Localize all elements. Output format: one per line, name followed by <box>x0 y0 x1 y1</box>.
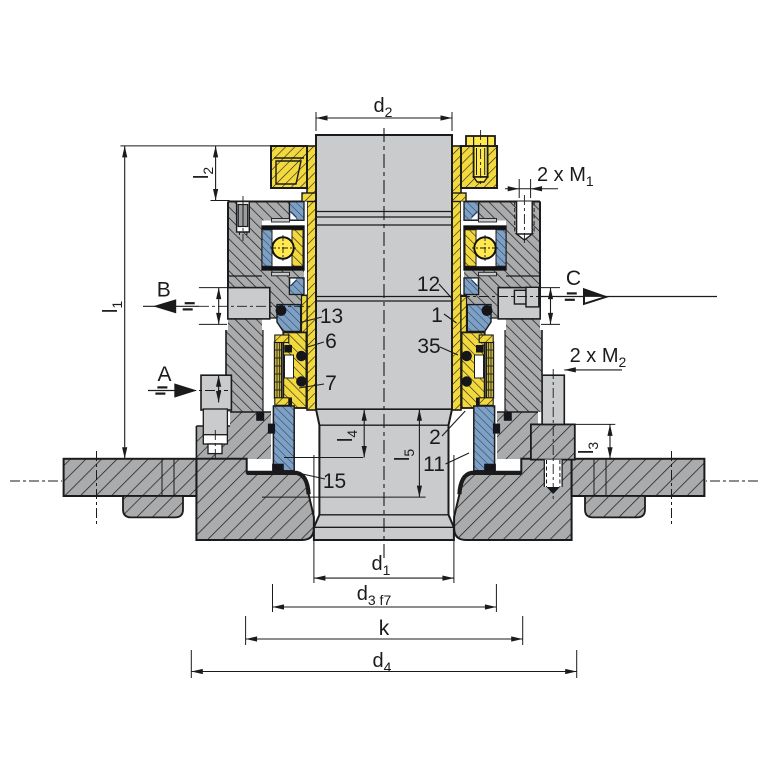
svg-text:7: 7 <box>325 372 337 395</box>
svg-text:l3: l3 <box>576 442 601 454</box>
svg-text:d2: d2 <box>374 95 393 120</box>
svg-text:12: 12 <box>417 273 440 296</box>
svg-text:C: C <box>566 267 581 290</box>
svg-text:l4: l4 <box>335 430 360 442</box>
svg-text:35: 35 <box>417 335 440 358</box>
svg-text:15: 15 <box>323 470 346 493</box>
svg-text:B: B <box>157 279 171 302</box>
svg-text:l5: l5 <box>392 449 417 461</box>
svg-text:13: 13 <box>320 305 343 328</box>
svg-text:2 x M2: 2 x M2 <box>570 345 627 370</box>
svg-text:d4: d4 <box>373 650 392 675</box>
svg-text:l2: l2 <box>191 167 216 179</box>
svg-text:6: 6 <box>325 330 337 353</box>
svg-text:1: 1 <box>431 304 443 327</box>
svg-text:d1: d1 <box>372 553 391 578</box>
svg-text:2 x M1: 2 x M1 <box>537 164 594 189</box>
svg-text:2: 2 <box>429 426 441 449</box>
svg-text:k: k <box>379 617 390 640</box>
svg-text:d3 f7: d3 f7 <box>357 583 392 608</box>
svg-text:11: 11 <box>423 453 445 476</box>
svg-text:A: A <box>157 363 171 386</box>
svg-text:l1: l1 <box>100 301 125 313</box>
